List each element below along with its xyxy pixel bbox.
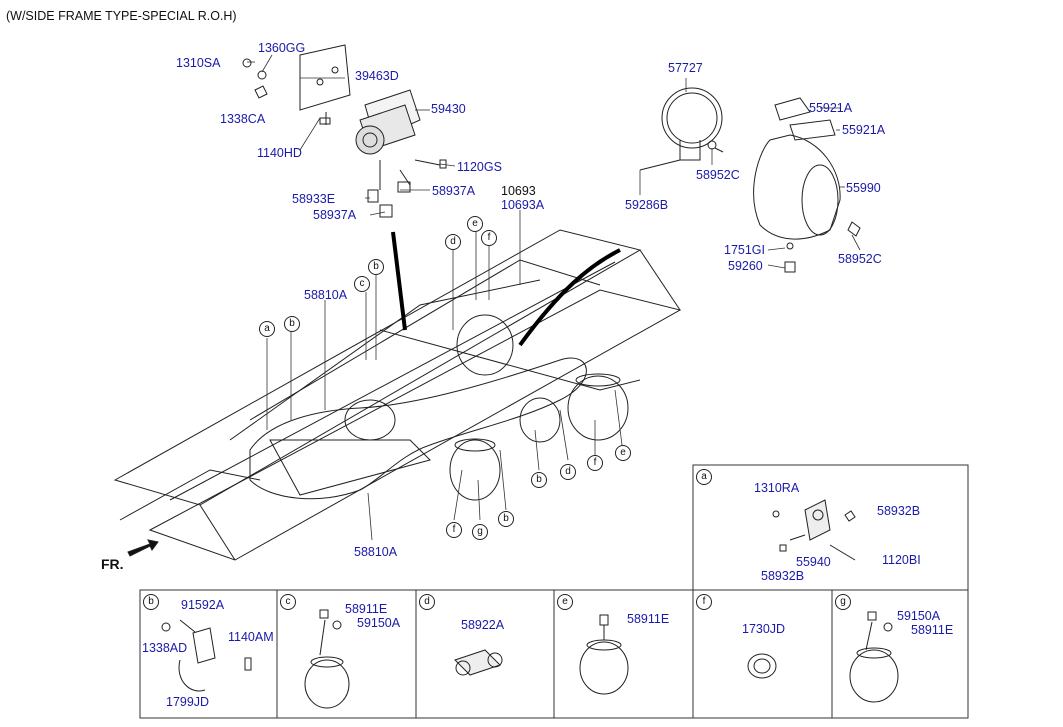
callout-f[interactable]: f — [481, 230, 497, 246]
label-59430[interactable]: 59430 — [431, 102, 466, 116]
callout-f[interactable]: f — [587, 455, 603, 471]
label-57727[interactable]: 57727 — [668, 61, 703, 75]
air-tank-55990 — [639, 87, 861, 273]
label-1799JD[interactable]: 1799JD — [166, 695, 210, 709]
callout-e[interactable]: e — [467, 216, 483, 232]
label-55990[interactable]: 55990 — [846, 181, 881, 195]
callout-g[interactable]: g — [472, 524, 488, 540]
label-1140HD[interactable]: 1140HD — [257, 146, 302, 160]
label-91592A[interactable]: 91592A — [181, 598, 225, 612]
label-1338AD[interactable]: 1338AD — [142, 641, 188, 655]
detail-a-letter: a — [696, 469, 712, 485]
detail-d-letter: d — [419, 594, 435, 610]
label-58937A[interactable]: 58937A — [432, 184, 476, 198]
label-10693A[interactable]: 10693A — [501, 198, 545, 212]
label-10693[interactable]: 10693 — [501, 184, 536, 198]
label-1360GG[interactable]: 1360GG — [258, 41, 306, 55]
detail-f-letter: f — [696, 594, 712, 610]
label-1140AM[interactable]: 1140AM — [228, 630, 274, 644]
label-1751GI[interactable]: 1751GI — [724, 243, 766, 257]
callout-b[interactable]: b — [531, 472, 547, 488]
label-58932B[interactable]: 58932B — [877, 504, 921, 518]
front-marker: FR. — [101, 556, 124, 572]
callout-b[interactable]: b — [498, 511, 514, 527]
label-58810A[interactable]: 58810A — [304, 288, 348, 302]
callout-c[interactable]: c — [354, 276, 370, 292]
label-1310SA[interactable]: 1310SA — [176, 56, 221, 70]
main-airbags — [344, 314, 629, 501]
label-58911E[interactable]: 58911E — [911, 623, 954, 637]
label-59260[interactable]: 59260 — [728, 259, 763, 273]
label-39463D[interactable]: 39463D — [355, 69, 399, 83]
label-1338CA[interactable]: 1338CA — [220, 112, 266, 126]
detail-b-letter: b — [143, 594, 159, 610]
label-55940[interactable]: 55940 — [796, 555, 831, 569]
callout-e[interactable]: e — [615, 445, 631, 461]
label-55921A[interactable]: 55921A — [809, 101, 853, 115]
detail-c-letter: c — [280, 594, 296, 610]
label-58810A[interactable]: 58810A — [354, 545, 398, 559]
label-58932B[interactable]: 58932B — [761, 569, 805, 583]
label-59286B[interactable]: 59286B — [625, 198, 669, 212]
callout-d[interactable]: d — [445, 234, 461, 250]
label-1120BI[interactable]: 1120BI — [882, 553, 921, 567]
label-58922A[interactable]: 58922A — [461, 618, 505, 632]
callout-b[interactable]: b — [368, 259, 384, 275]
label-1730JD[interactable]: 1730JD — [742, 622, 786, 636]
callout-d[interactable]: d — [560, 464, 576, 480]
callout-a[interactable]: a — [259, 321, 275, 337]
valve-assembly-59430 — [242, 44, 447, 218]
label-1120GS[interactable]: 1120GS — [457, 160, 502, 174]
label-58911E[interactable]: 58911E — [627, 612, 670, 626]
callout-f[interactable]: f — [446, 522, 462, 538]
air-tube-58810A — [249, 357, 587, 500]
label-58937A[interactable]: 58937A — [313, 208, 357, 222]
label-58952C[interactable]: 58952C — [838, 252, 882, 266]
label-55921A[interactable]: 55921A — [842, 123, 886, 137]
page-title: (W/SIDE FRAME TYPE-SPECIAL R.O.H) — [6, 9, 237, 23]
label-58952C[interactable]: 58952C — [696, 168, 740, 182]
label-58911E[interactable]: 58911E — [345, 602, 388, 616]
detail-g-letter: g — [835, 594, 851, 610]
label-58933E[interactable]: 58933E — [292, 192, 336, 206]
detail-e-letter: e — [557, 594, 573, 610]
label-1310RA[interactable]: 1310RA — [754, 481, 800, 495]
label-59150A[interactable]: 59150A — [357, 616, 401, 630]
callout-b[interactable]: b — [284, 316, 300, 332]
label-59150A[interactable]: 59150A — [897, 609, 941, 623]
leader-lines — [247, 54, 861, 541]
